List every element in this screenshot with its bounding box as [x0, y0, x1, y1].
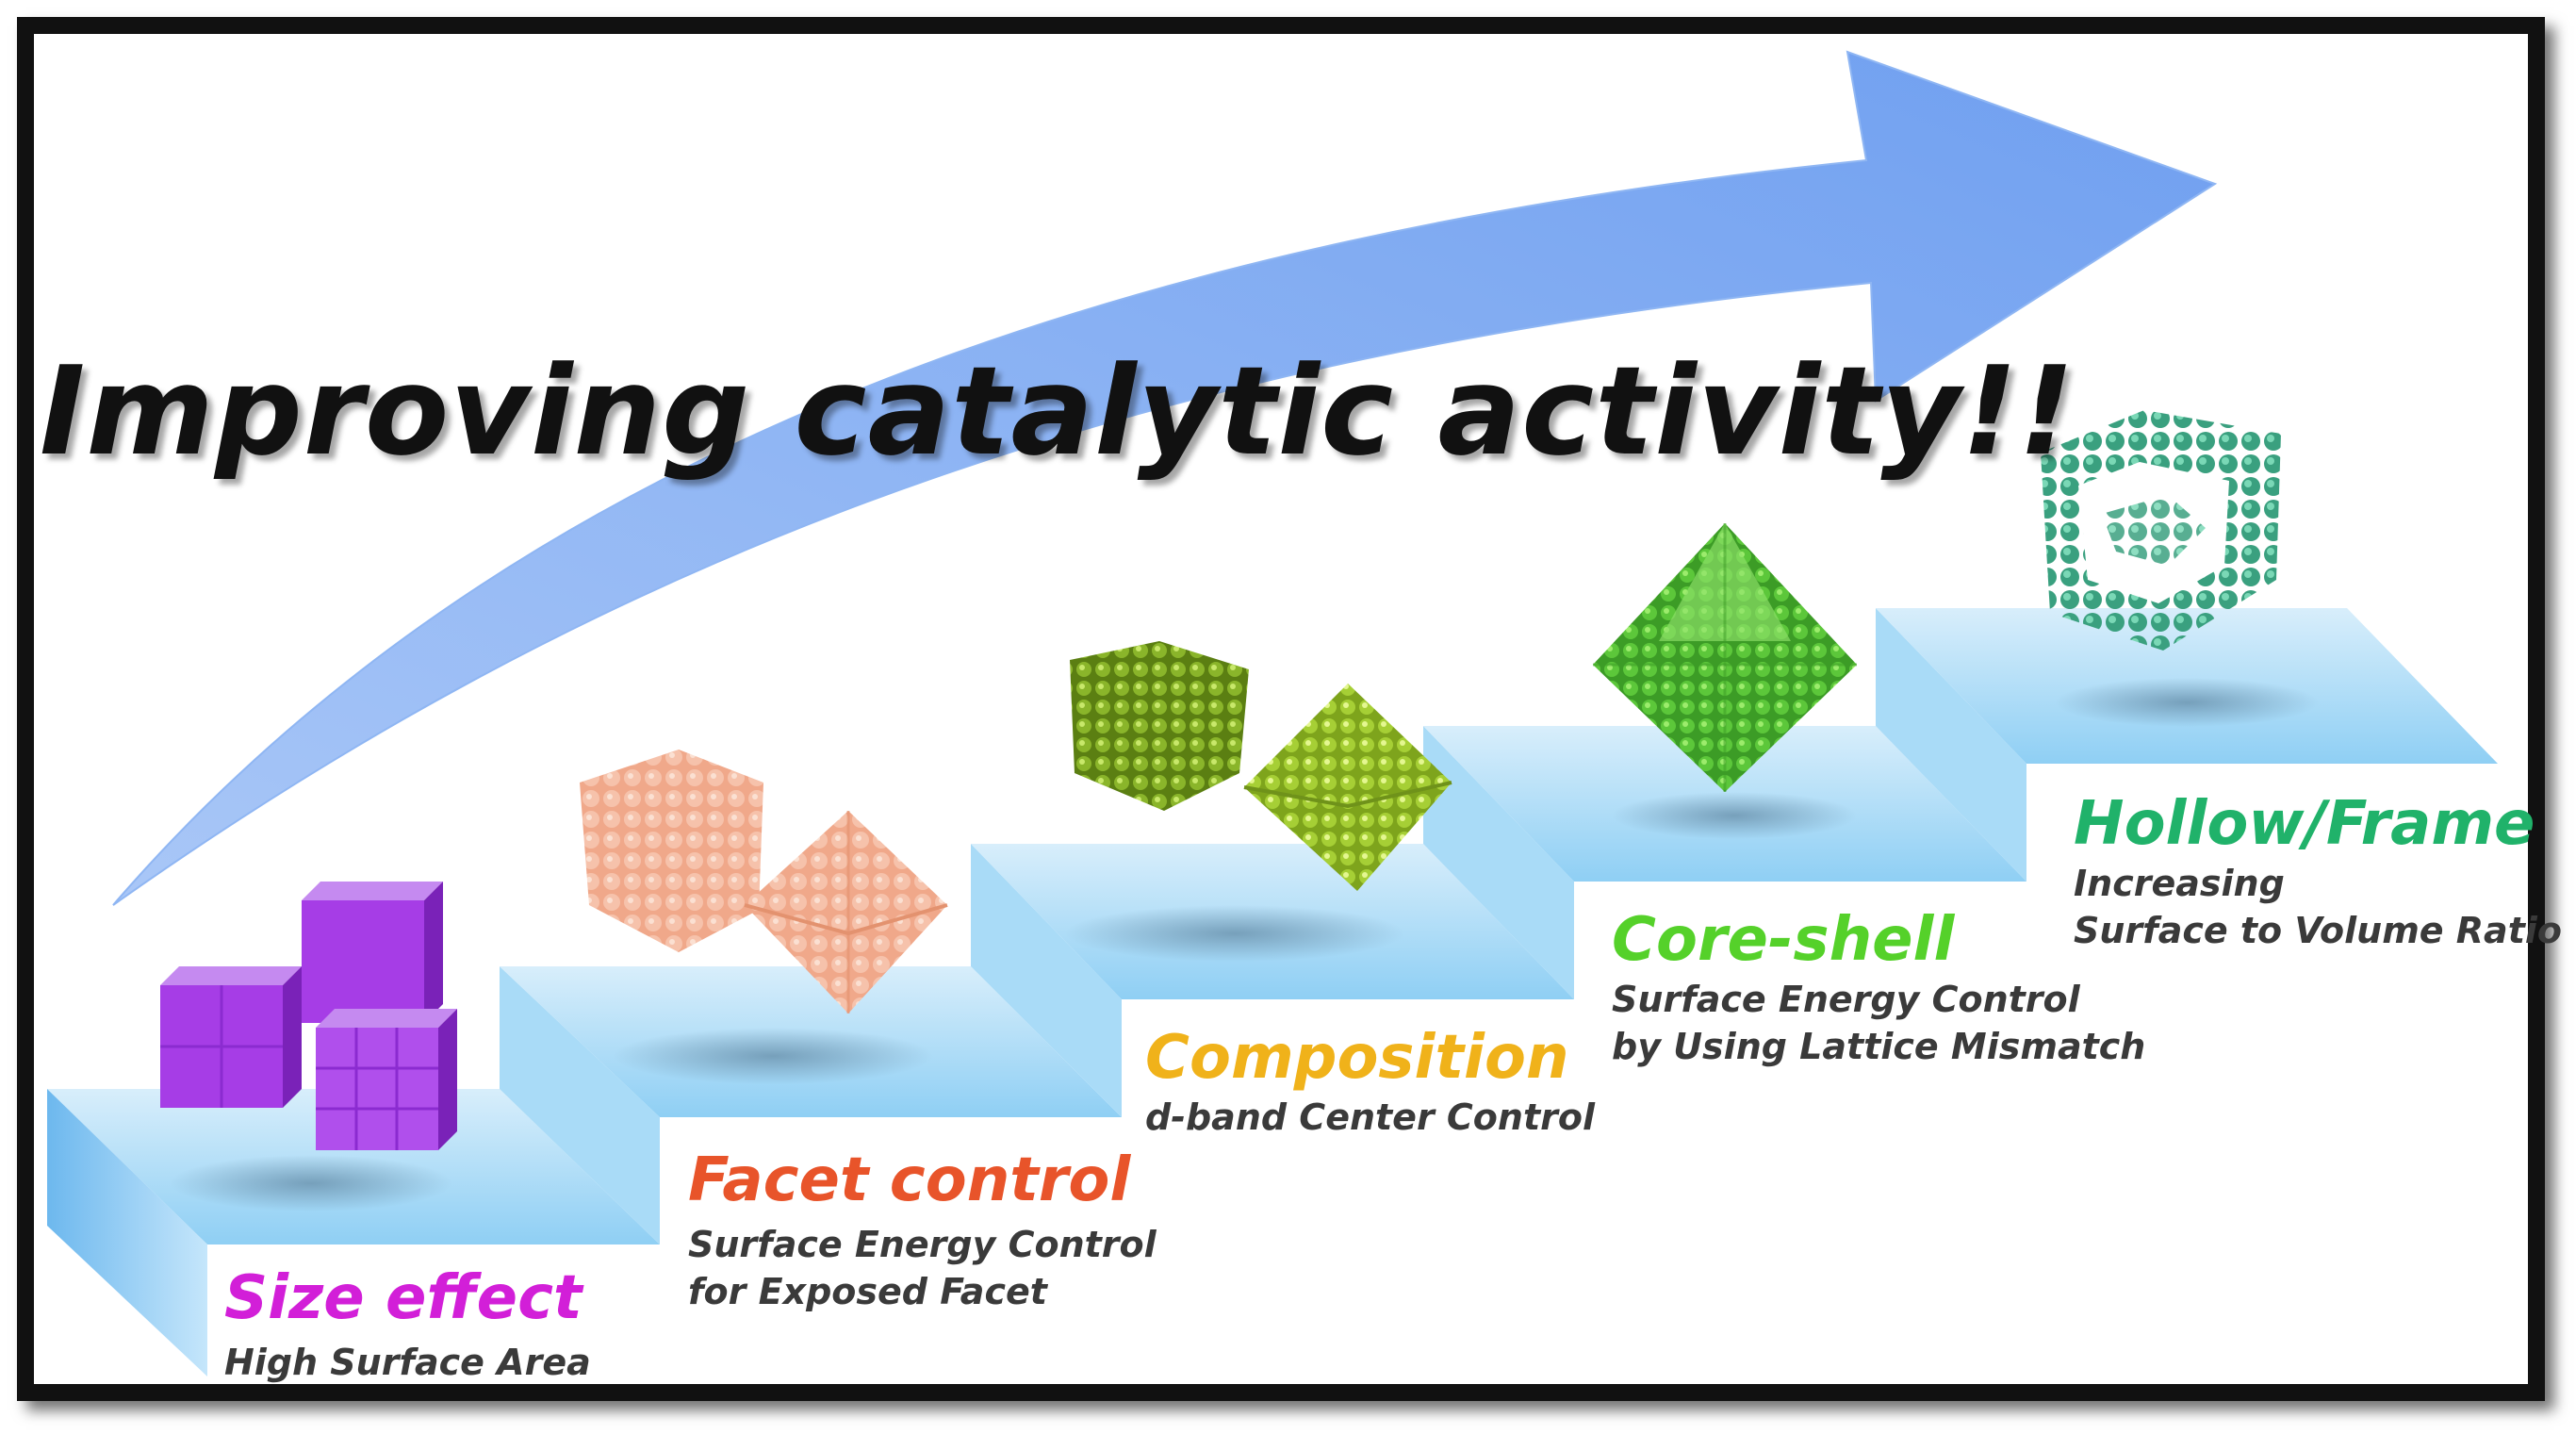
facet-particles: [580, 750, 948, 1014]
step-subtitle-core-shell: Surface Energy Control by Using Lattice …: [1612, 976, 2145, 1070]
step-subtitle-line: Surface to Volume Ratio: [2074, 910, 2562, 951]
step-subtitle-size-effect: High Surface Area: [224, 1339, 591, 1386]
step-subtitle-line: for Exposed Facet: [688, 1271, 1047, 1312]
step-subtitle-hollow-frame: Increasing Surface to Volume Ratio: [2074, 860, 2562, 954]
step-subtitle-line: by Using Lattice Mismatch: [1612, 1026, 2146, 1067]
hollow-frame: [2041, 410, 2281, 651]
step-subtitle-line: Surface Energy Control: [1612, 979, 2080, 1020]
step-title-size-effect: Size effect: [224, 1263, 582, 1333]
progress-arrow: [112, 50, 2218, 906]
step-subtitle-line: High Surface Area: [224, 1342, 591, 1383]
step-subtitle-composition: d-band Center Control: [1145, 1094, 1595, 1141]
headline: Improving catalytic activity!!: [40, 339, 2076, 483]
step-subtitle-line: Surface Energy Control: [688, 1224, 1157, 1265]
purple-cubes: [160, 882, 457, 1150]
step-title-core-shell: Core-shell: [1612, 905, 1955, 975]
composition-particles: [1070, 641, 1452, 891]
step-title-facet-control: Facet control: [688, 1146, 1131, 1215]
step-title-hollow-frame: Hollow/Frame: [2074, 789, 2535, 859]
step-subtitle-line: Increasing: [2074, 863, 2285, 904]
step-title-composition: Composition: [1145, 1023, 1569, 1093]
coreshell-octahedron: [1593, 523, 1857, 792]
step-subtitle-facet-control: Surface Energy Control for Exposed Facet: [688, 1221, 1157, 1315]
step-subtitle-line: d-band Center Control: [1145, 1096, 1596, 1138]
